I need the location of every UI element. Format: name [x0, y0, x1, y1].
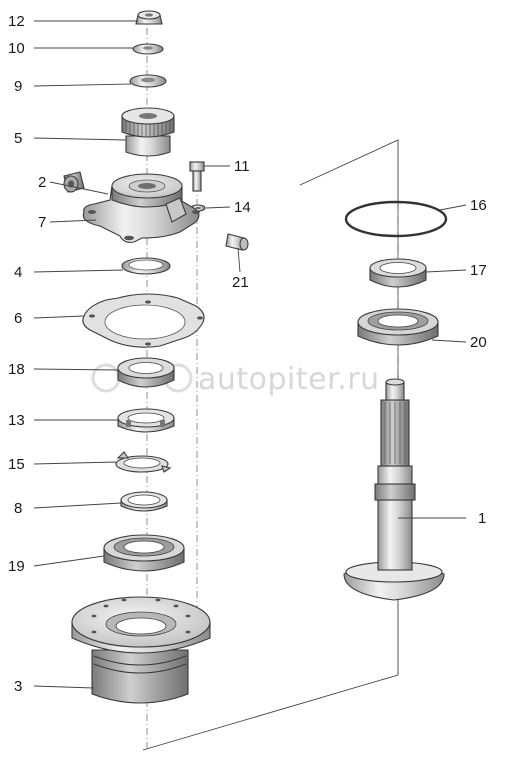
callout-11: 11: [234, 158, 250, 175]
part-12-nut: [135, 10, 163, 25]
part-13-nut-ring: [117, 408, 175, 433]
callout-4: 4: [14, 264, 22, 281]
part-8-ring: [120, 491, 168, 512]
part-6-gasket: [82, 293, 205, 348]
callout-5: 5: [14, 130, 22, 147]
callout-8: 8: [14, 500, 22, 517]
part-19-bearing: [103, 534, 185, 572]
callout-16: 16: [470, 197, 487, 214]
callout-15: 15: [8, 456, 25, 473]
callout-21: 21: [232, 274, 249, 291]
part-16-o-ring: [344, 200, 448, 238]
callout-17: 17: [470, 262, 487, 279]
part-2-plug: [63, 171, 85, 193]
callout-3: 3: [14, 678, 22, 695]
part-7-housing: [82, 173, 200, 243]
part-20-bearing: [357, 308, 439, 346]
part-9-washer: [129, 74, 167, 88]
callout-labels: 12 10 9 5 11 2 14 7 21 4 6 18 13 15 8 19…: [8, 13, 487, 695]
part-3-hub: [71, 596, 211, 704]
part-4-ring: [121, 257, 171, 275]
callout-20: 20: [470, 334, 487, 351]
part-10-washer: [132, 43, 164, 55]
callout-6: 6: [14, 310, 22, 327]
part-1-shaft: [343, 378, 445, 601]
watermark: autopiter.ru: [91, 362, 380, 397]
callout-14: 14: [234, 199, 251, 216]
part-17-seal: [369, 258, 427, 288]
callout-12: 12: [8, 13, 25, 30]
watermark-text: autopiter.ru: [198, 362, 380, 397]
callout-1: 1: [478, 510, 486, 527]
part-5-gear: [121, 107, 175, 157]
callout-18: 18: [8, 361, 25, 378]
part-11-bolt: [189, 161, 205, 192]
part-18-seal: [117, 357, 175, 388]
callout-2: 2: [38, 174, 46, 191]
callout-9: 9: [14, 78, 22, 95]
leader-lines: [33, 20, 467, 689]
callout-10: 10: [8, 40, 25, 57]
callout-7: 7: [38, 214, 46, 231]
part-21-fitting: [225, 233, 249, 251]
callout-19: 19: [8, 558, 25, 575]
callout-13: 13: [8, 412, 25, 429]
part-15-lock-washer: [115, 451, 172, 473]
